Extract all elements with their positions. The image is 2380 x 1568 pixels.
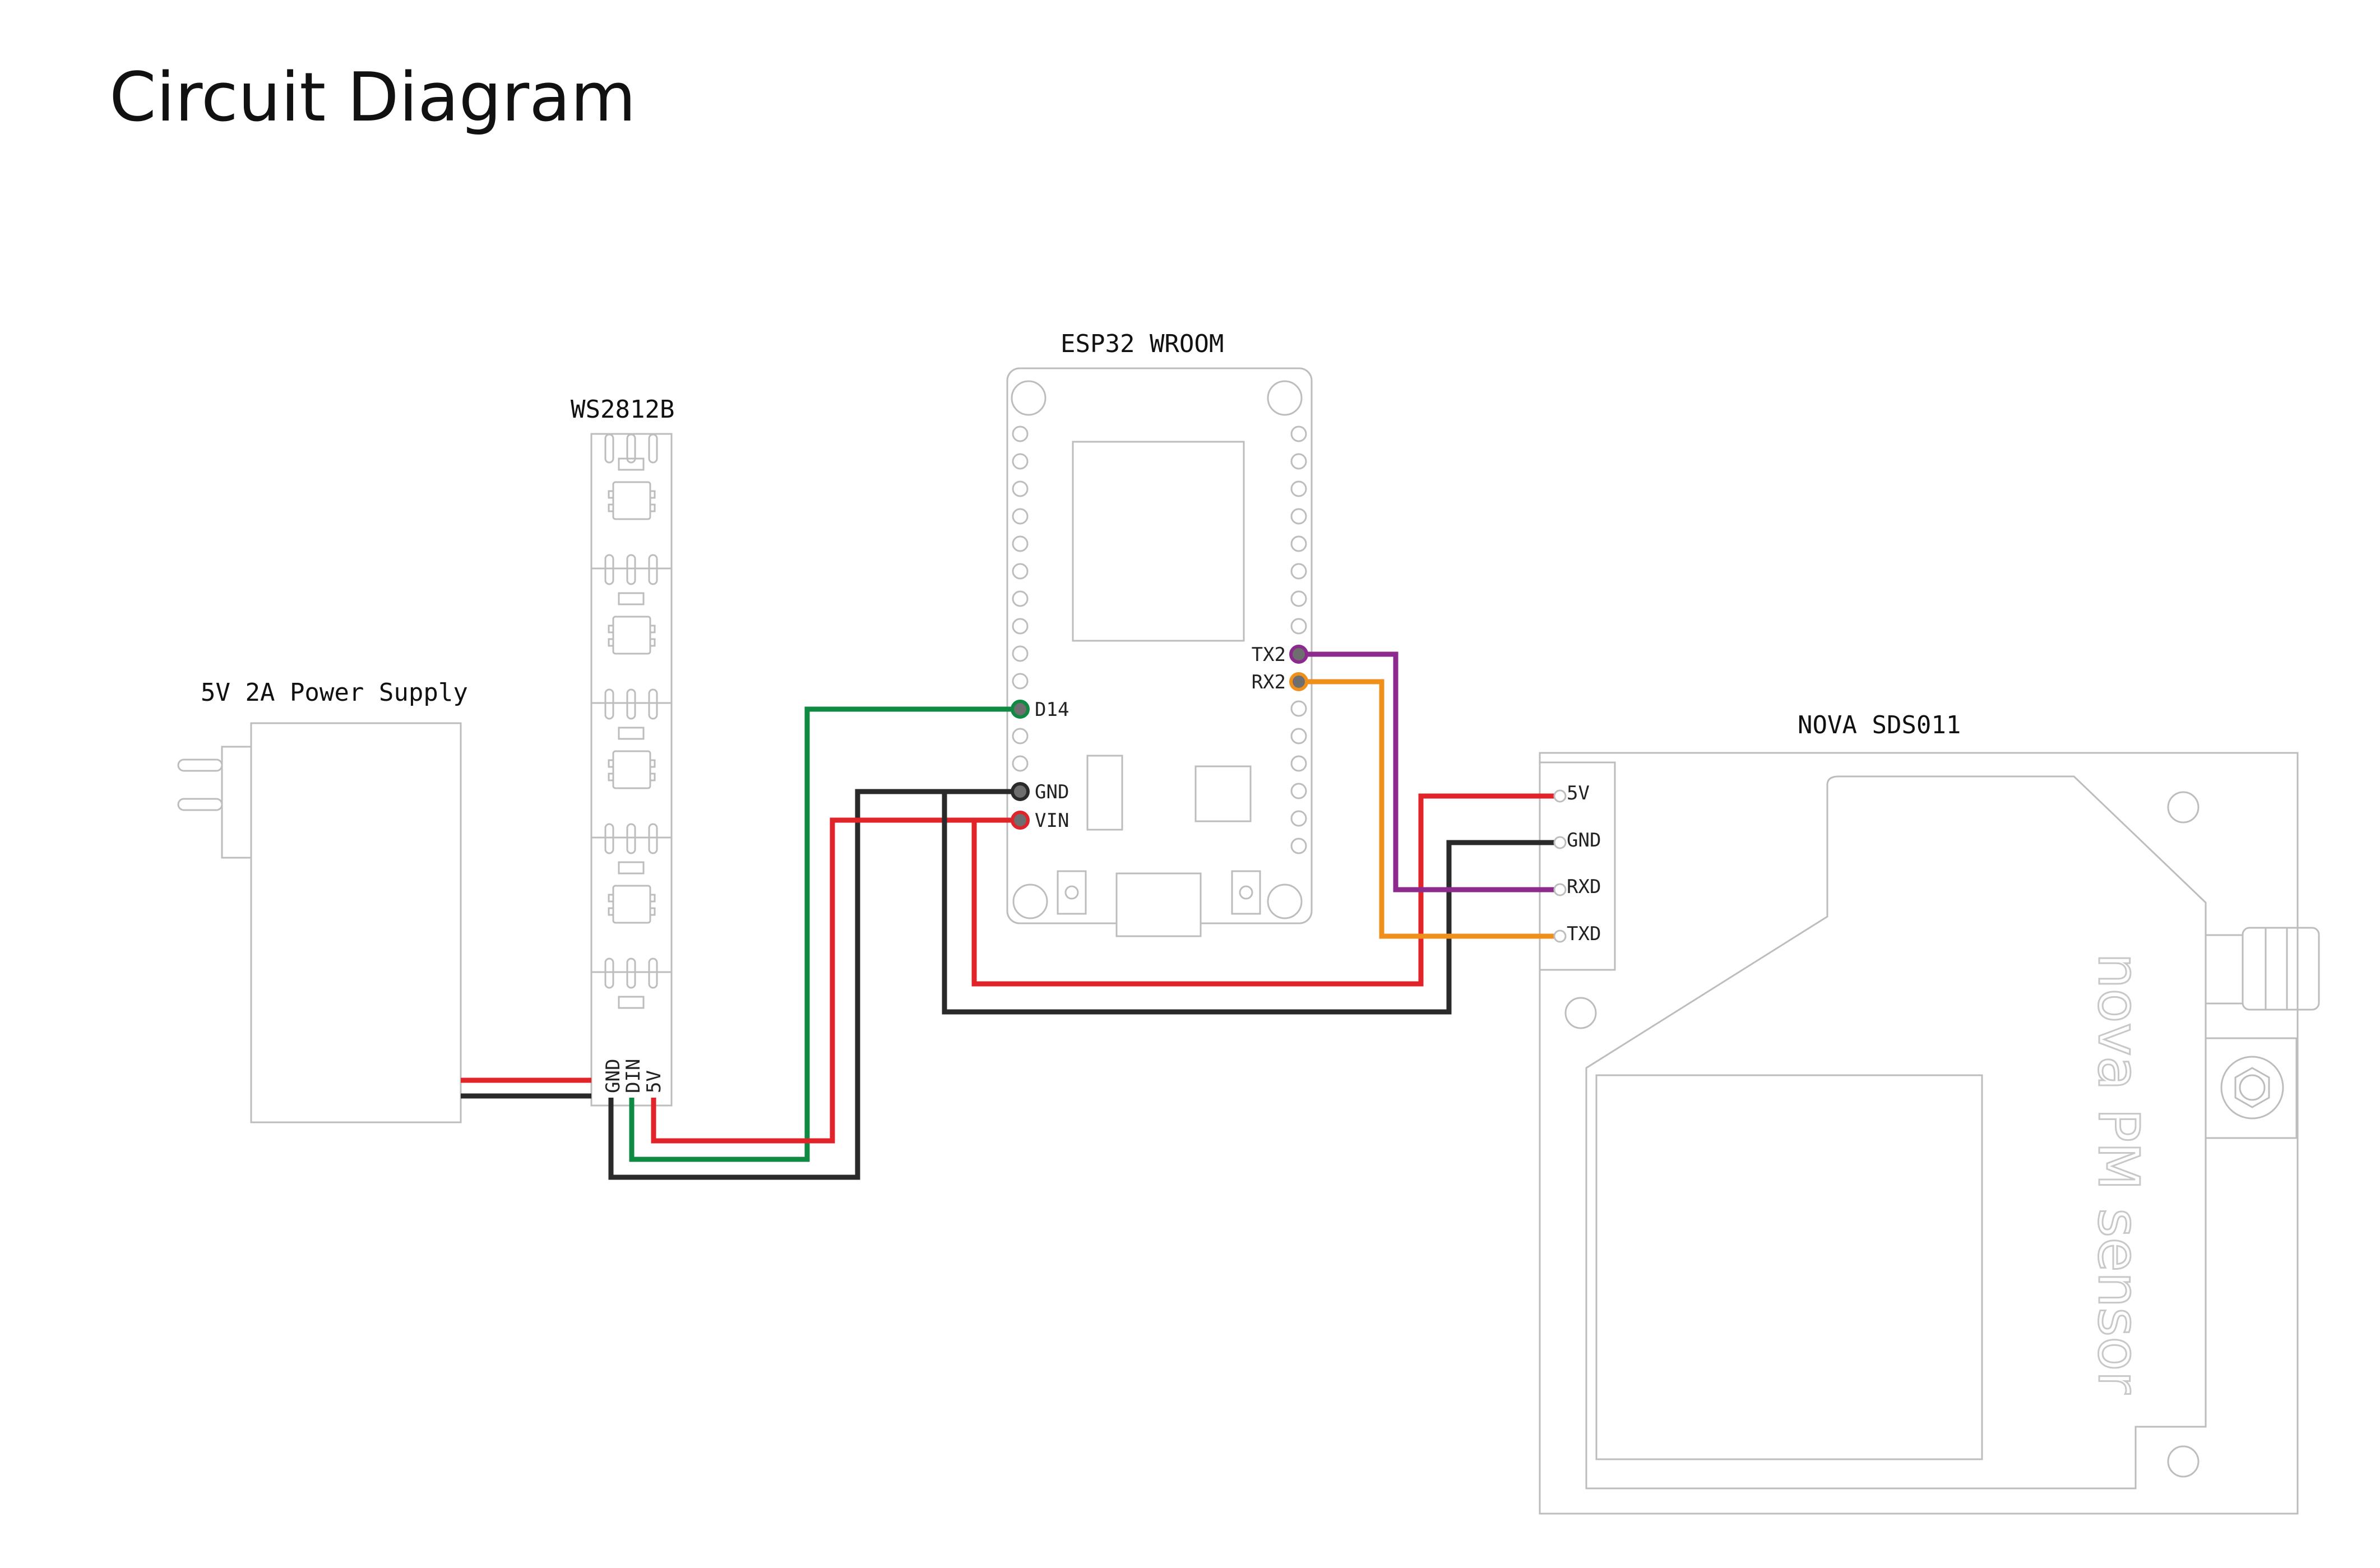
page-title: Circuit Diagram xyxy=(109,59,636,137)
esp32-label: ESP32 WROOM xyxy=(1061,330,1224,358)
sensor-inlet-nozzle xyxy=(2205,927,2320,1011)
esp-pin-d14-label: D14 xyxy=(1035,699,1069,721)
sensor-pin-gnd-label: GND xyxy=(1567,829,1601,852)
sensor-gnd-pin xyxy=(1553,836,1567,849)
esp32-module-shield xyxy=(1072,441,1245,642)
sensor-pin-txd-label: TXD xyxy=(1567,923,1601,945)
sensor-window xyxy=(1595,1074,1983,1460)
wire-rx2-to-txd xyxy=(1299,679,1560,939)
usb-port xyxy=(1115,872,1202,937)
led-pixel-1 xyxy=(604,433,658,520)
wire-esp-power-to-sensor xyxy=(971,793,1560,987)
led-pixel-4 xyxy=(604,823,658,924)
led-pixel-2 xyxy=(604,554,658,655)
plug-prong-top xyxy=(177,758,223,772)
sensor-rxd-pin xyxy=(1553,883,1567,896)
sensor-fan xyxy=(2205,1037,2298,1139)
esp-pin-vin-label: VIN xyxy=(1035,810,1069,832)
led-strip: WS2812B xyxy=(571,395,674,1107)
plug-prong-bottom xyxy=(177,798,223,811)
nova-sensor: NOVA SDS011 nova PM sensor 5V GND RXD TX… xyxy=(1539,711,2320,1515)
esp-gnd-pin xyxy=(1011,782,1030,801)
sensor-pin-5v-label: 5V xyxy=(1567,782,1590,804)
wire-led-power xyxy=(651,817,1019,1144)
esp-pin-tx2-label: TX2 xyxy=(1252,644,1286,666)
led-pin-din-label: DIN xyxy=(622,1059,645,1093)
power-supply-label: 5V 2A Power Supply xyxy=(201,678,468,707)
sensor-txd-pin xyxy=(1553,929,1567,943)
sensor-pin-rxd-label: RXD xyxy=(1567,876,1601,898)
esp-vin-pin xyxy=(1011,811,1030,830)
led-pixel-3 xyxy=(604,688,658,789)
wire-esp-ground-to-sensor xyxy=(942,789,1560,1015)
wire-tx2-to-rxd xyxy=(1299,651,1560,892)
wire-led-data xyxy=(629,706,1019,1162)
esp32-right-header xyxy=(1290,425,1307,854)
sensor-cover xyxy=(1585,775,2207,1490)
power-supply: 5V 2A Power Supply xyxy=(177,678,468,1123)
wire-led-ground xyxy=(608,789,1019,1180)
led-pixel-5 xyxy=(604,958,658,1009)
sensor-connector xyxy=(1539,761,1616,971)
pin-markers: D14 GND VIN TX2 RX2 xyxy=(1011,644,1567,943)
esp32-board: ESP32 WROOM xyxy=(1006,330,1313,937)
esp32-left-header xyxy=(1012,425,1029,772)
esp-tx2-pin xyxy=(1289,645,1308,664)
wires xyxy=(461,651,1560,1180)
sensor-5v-pin xyxy=(1553,789,1567,803)
sensor-brand-text: nova PM sensor xyxy=(2086,953,2151,1394)
esp-pin-gnd-label: GND xyxy=(1035,781,1069,803)
esp-pin-rx2-label: RX2 xyxy=(1252,671,1286,693)
esp-rx2-pin xyxy=(1289,672,1308,691)
led-pin-gnd-label: GND xyxy=(602,1059,624,1093)
led-strip-label: WS2812B xyxy=(571,395,674,424)
led-pin-5v-label: 5V xyxy=(643,1070,665,1093)
sensor-label: NOVA SDS011 xyxy=(1798,711,1961,739)
esp-d14-pin xyxy=(1011,700,1030,719)
